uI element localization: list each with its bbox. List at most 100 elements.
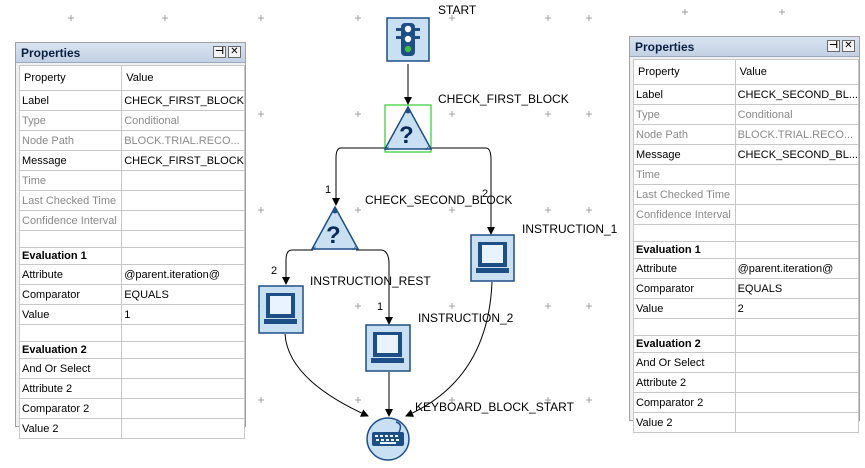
grid-plus-mark (355, 207, 361, 213)
grid-plus-mark (449, 397, 455, 403)
property-value[interactable] (734, 372, 860, 393)
grid-plus-mark (258, 15, 264, 21)
spacer-row (633, 224, 860, 242)
svg-text:×: × (385, 144, 390, 153)
svg-text:✓: ✓ (351, 244, 358, 253)
node-instruction-2[interactable]: INSTRUCTION_2 (365, 311, 514, 372)
grid-plus-mark (586, 111, 592, 117)
grid-plus-mark (545, 207, 551, 213)
monitor-icon (476, 242, 509, 273)
property-value[interactable]: EQUALS (734, 278, 860, 299)
section-title-evaluation-1: Evaluation 1 (633, 241, 736, 259)
close-icon[interactable]: ✕ (228, 46, 241, 58)
property-value[interactable]: CHECK_FIRST_BLOCK (121, 150, 245, 171)
column-header-value: Value (121, 65, 245, 91)
property-value[interactable]: CHECK_SECOND_BL... (734, 144, 860, 165)
property-label: Value (18, 304, 123, 325)
grid-plus-mark (68, 15, 74, 21)
property-value[interactable]: CHECK_SECOND_BL... (734, 84, 860, 105)
node-label-instruction-2: INSTRUCTION_2 (418, 311, 514, 325)
table-row[interactable]: Attribute @parent.iteration@ (18, 264, 245, 285)
table-row[interactable]: Comparator 2 (633, 392, 860, 413)
table-row[interactable]: Confidence Interval (18, 210, 245, 231)
property-value[interactable]: CHECK_FIRST_BLOCK (121, 90, 245, 111)
property-value (734, 164, 860, 185)
node-keyboard-block-start[interactable]: KEYBOARD_BLOCK_START (366, 400, 575, 461)
properties-panel-right-titlebar[interactable]: Properties ⊣ ✕ (630, 37, 859, 57)
section-header: Evaluation 1 (18, 247, 245, 265)
table-row[interactable]: Attribute @parent.iteration@ (633, 258, 860, 279)
property-value[interactable]: 1 (121, 304, 245, 325)
table-row[interactable]: Message CHECK_FIRST_BLOCK (18, 150, 245, 171)
node-start[interactable]: START (386, 3, 477, 62)
node-check-first-block[interactable]: ? × ✓ CHECK_FIRST_BLOCK (383, 92, 569, 153)
node-check-second-block[interactable]: ? × ✓ CHECK_SECOND_BLOCK (310, 193, 512, 253)
grid-plus-mark (449, 303, 455, 309)
property-label: Value (633, 298, 736, 319)
property-label: Comparator (18, 284, 123, 305)
property-label: And Or Select (18, 358, 123, 379)
table-row[interactable]: Type Conditional (633, 104, 860, 125)
edge-label-cfb-2: 2 (482, 188, 488, 200)
grid-plus-mark (258, 207, 264, 213)
table-row[interactable]: Type Conditional (18, 110, 245, 131)
table-row[interactable]: And Or Select (18, 358, 245, 379)
table-row[interactable]: Time (633, 164, 860, 185)
table-row[interactable]: Attribute 2 (18, 378, 245, 399)
close-icon[interactable]: ✕ (842, 40, 855, 52)
table-row[interactable]: And Or Select (633, 352, 860, 373)
svg-text:✓: ✓ (424, 144, 431, 153)
table-row[interactable]: Message CHECK_SECOND_BL... (633, 144, 860, 165)
table-row[interactable]: Label CHECK_SECOND_BL... (633, 84, 860, 105)
property-value[interactable] (734, 392, 860, 413)
property-value[interactable] (734, 412, 860, 433)
property-value[interactable]: 2 (734, 298, 860, 319)
table-row[interactable]: Value 2 (633, 412, 860, 433)
property-value[interactable] (121, 378, 245, 399)
property-value[interactable]: EQUALS (121, 284, 245, 305)
table-row[interactable]: Time (18, 170, 245, 191)
table-row[interactable]: Last Checked Time (633, 184, 860, 205)
property-label: Label (633, 84, 736, 105)
table-row[interactable]: Confidence Interval (633, 204, 860, 225)
property-value[interactable] (121, 358, 245, 379)
spacer-row (18, 230, 245, 248)
table-row[interactable]: Node Path BLOCK.TRIAL.RECO... (633, 124, 860, 145)
property-value[interactable]: @parent.iteration@ (734, 258, 860, 279)
property-value[interactable]: @parent.iteration@ (121, 264, 245, 285)
node-label-check-first-block: CHECK_FIRST_BLOCK (438, 92, 569, 106)
node-instruction-1[interactable]: INSTRUCTION_1 (470, 222, 618, 282)
table-row[interactable]: Value 1 (18, 304, 245, 325)
property-value[interactable] (121, 418, 245, 439)
node-instruction-rest[interactable]: INSTRUCTION_REST (258, 274, 431, 334)
section-title-evaluation-2: Evaluation 2 (18, 341, 123, 359)
grid-plus-mark (586, 397, 592, 403)
property-label: Last Checked Time (18, 190, 123, 211)
table-row[interactable]: Comparator EQUALS (633, 278, 860, 299)
property-value[interactable] (734, 352, 860, 373)
table-row[interactable]: Label CHECK_FIRST_BLOCK (18, 90, 245, 111)
grid-plus-mark (586, 207, 592, 213)
grid-plus-mark (355, 397, 361, 403)
table-row[interactable]: Comparator EQUALS (18, 284, 245, 305)
property-label: Attribute (18, 264, 123, 285)
pin-icon[interactable]: ⊣ (827, 40, 840, 52)
property-value[interactable] (121, 398, 245, 419)
edge-label-csb-1: 1 (377, 301, 383, 313)
property-value (121, 210, 245, 231)
svg-text:×: × (312, 244, 317, 253)
table-row[interactable]: Comparator 2 (18, 398, 245, 419)
table-row[interactable]: Last Checked Time (18, 190, 245, 211)
pin-icon[interactable]: ⊣ (213, 46, 226, 58)
property-label: Value 2 (18, 418, 123, 439)
table-row[interactable]: Attribute 2 (633, 372, 860, 393)
monitor-icon (371, 332, 404, 363)
column-header-property: Property (633, 59, 736, 85)
table-row[interactable]: Node Path BLOCK.TRIAL.RECO... (18, 130, 245, 151)
property-value: Conditional (734, 104, 860, 125)
property-label: Attribute 2 (633, 372, 736, 393)
table-row[interactable]: Value 2 (18, 418, 245, 439)
table-row[interactable]: Value 2 (633, 298, 860, 319)
properties-panel-left-titlebar[interactable]: Properties ⊣ ✕ (16, 43, 245, 63)
